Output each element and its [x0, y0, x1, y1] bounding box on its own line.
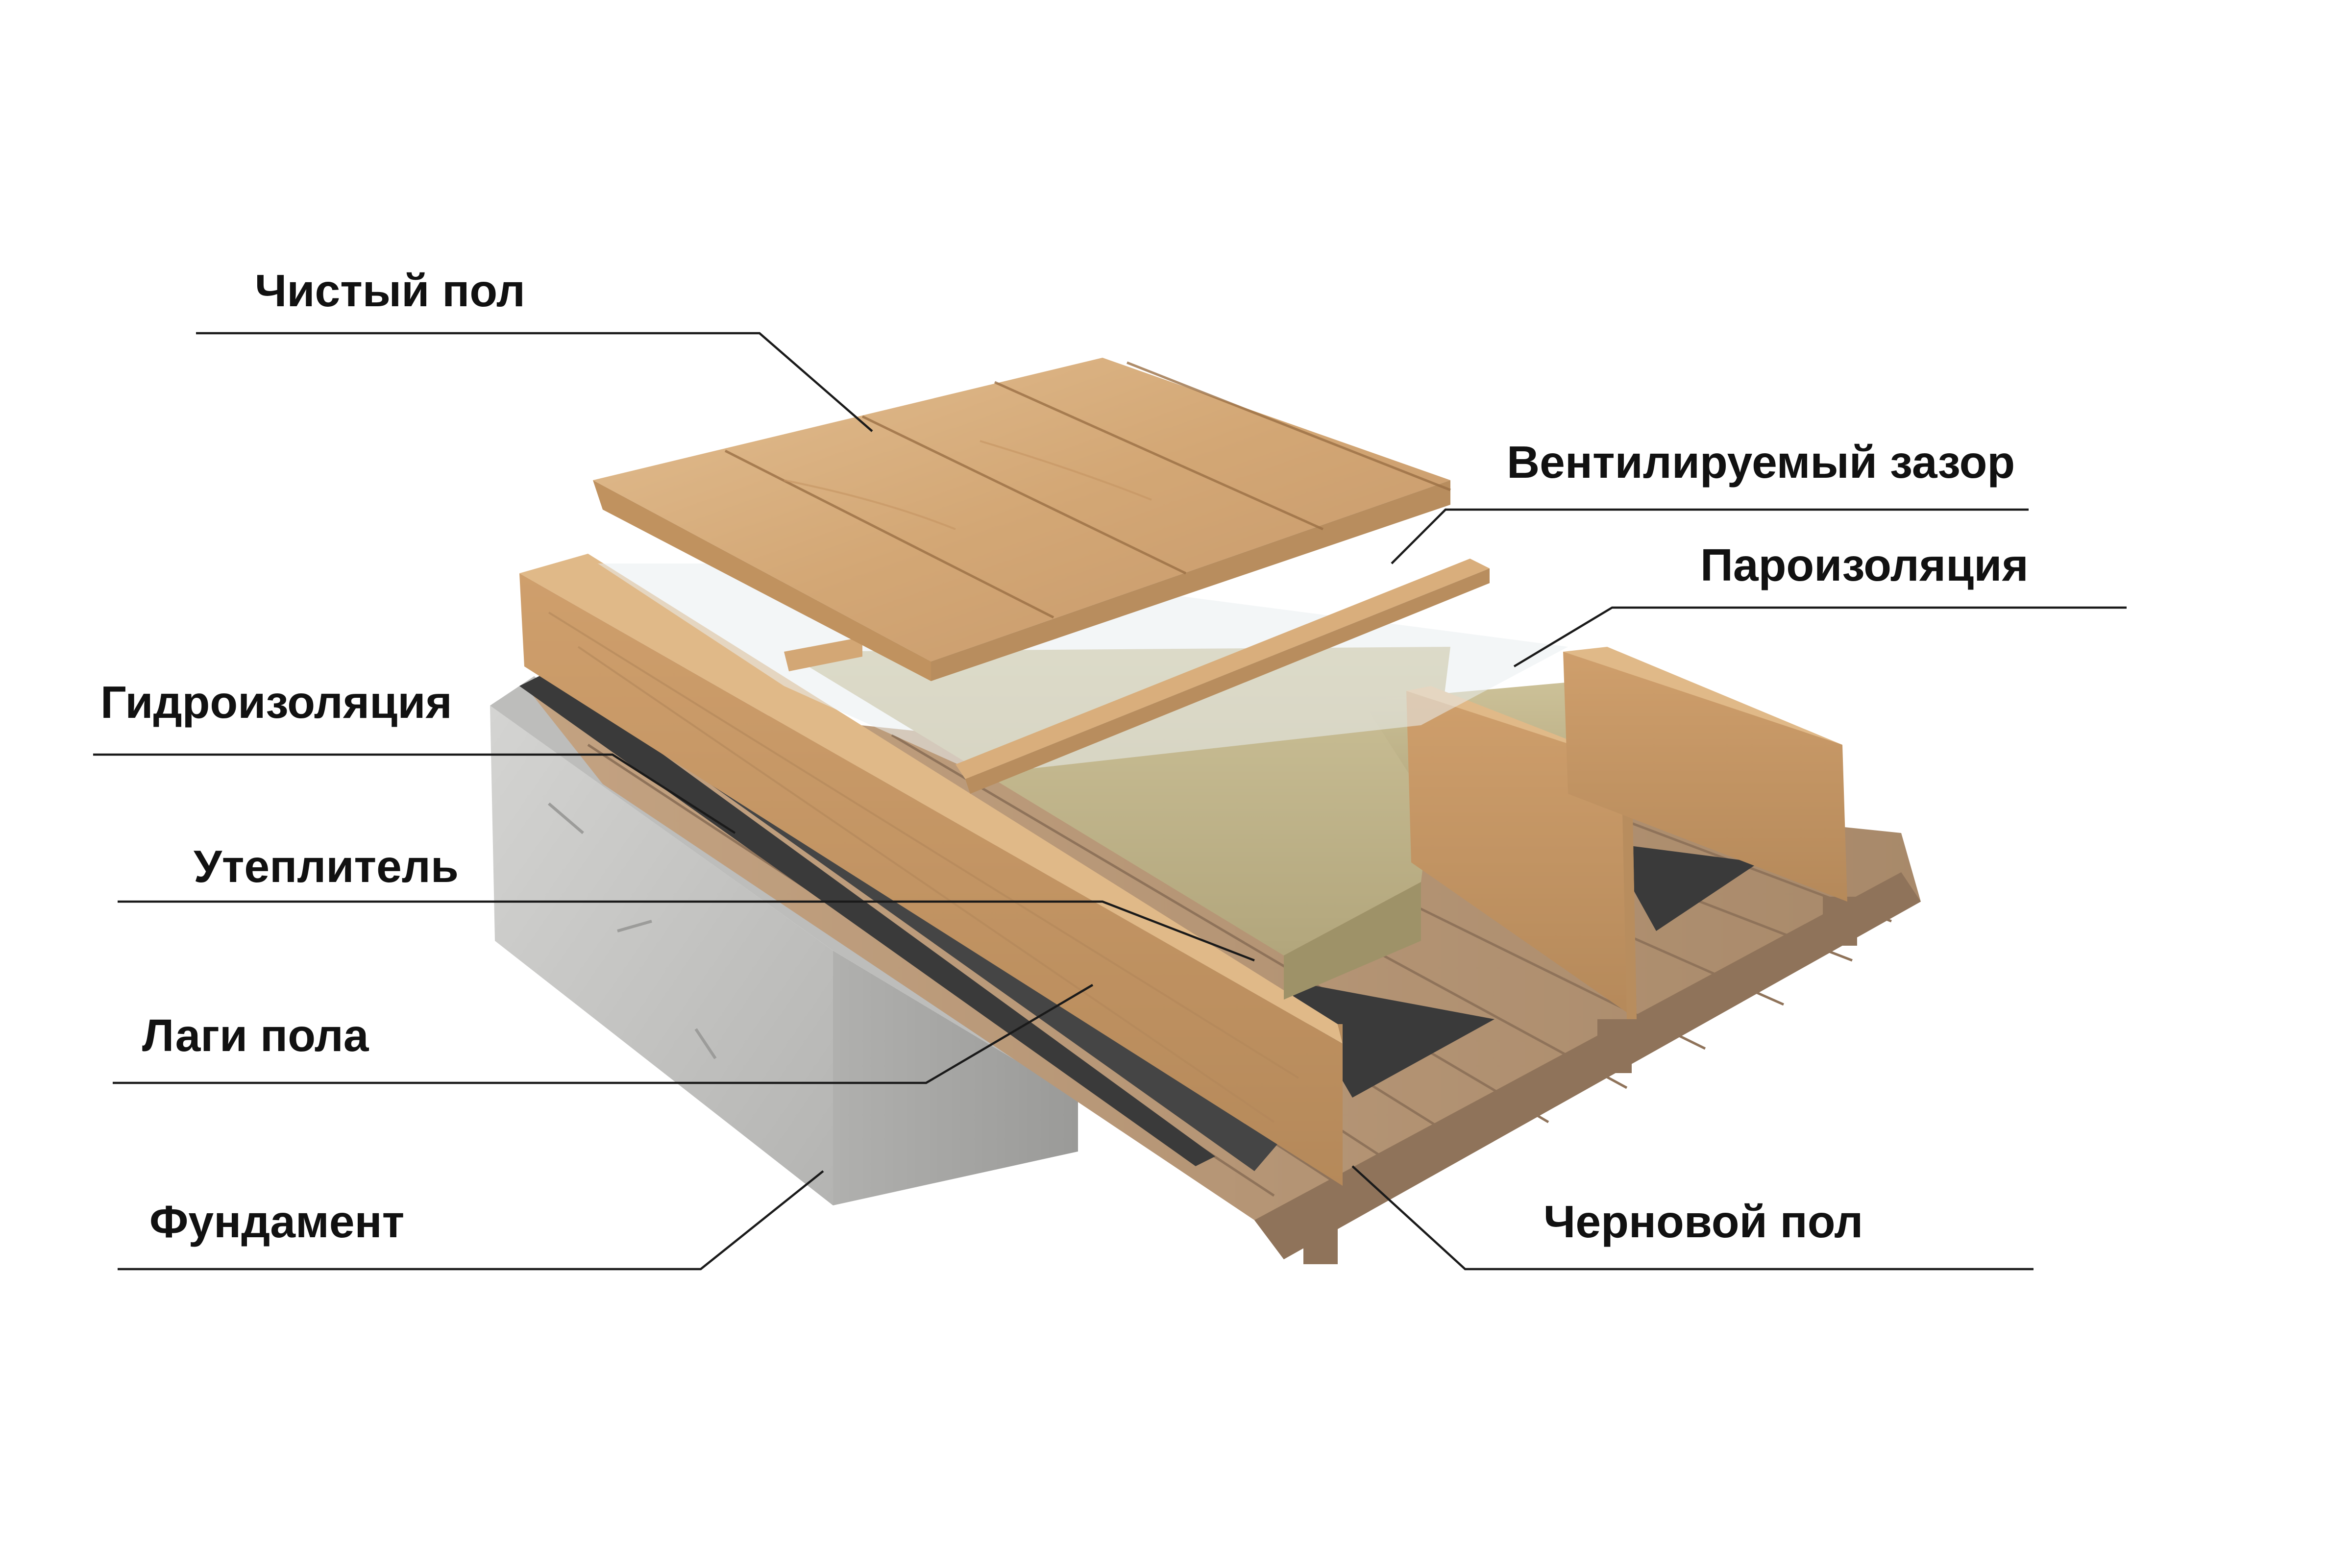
label-finish-floor: Чистый пол — [255, 265, 525, 316]
finish-floor-boards — [593, 358, 1451, 681]
leader-ventilated-gap — [1391, 508, 2029, 564]
label-insulation: Утеплитель — [194, 841, 459, 892]
leader-finish-floor — [196, 332, 873, 432]
labels: Чистый пол Вентилируемый зазор Пароизоля… — [100, 265, 2029, 1247]
ventilation-battens — [784, 559, 1490, 794]
label-subfloor: Черновой пол — [1544, 1196, 1863, 1247]
label-floor-joists: Лаги пола — [142, 1010, 369, 1061]
waterproofing-membrane — [519, 671, 1759, 1171]
leader-vapor-barrier — [1513, 606, 2127, 667]
label-vapor-barrier: Пароизоляция — [1700, 539, 2029, 590]
label-ventilated-gap: Вентилируемый зазор — [1507, 437, 2015, 488]
back-joist — [1563, 647, 1847, 902]
leader-insulation — [118, 900, 1255, 962]
floor-illustration — [490, 358, 1921, 1264]
label-foundation: Фундамент — [149, 1196, 404, 1247]
label-waterproofing: Гидроизоляция — [100, 677, 452, 728]
leader-lines — [93, 332, 2127, 1271]
leader-floor-joists — [113, 984, 1094, 1084]
front-joist — [519, 554, 1343, 1186]
leader-subfloor — [1351, 1165, 2034, 1271]
leader-waterproofing — [93, 753, 736, 834]
leader-foundation — [118, 1170, 824, 1271]
